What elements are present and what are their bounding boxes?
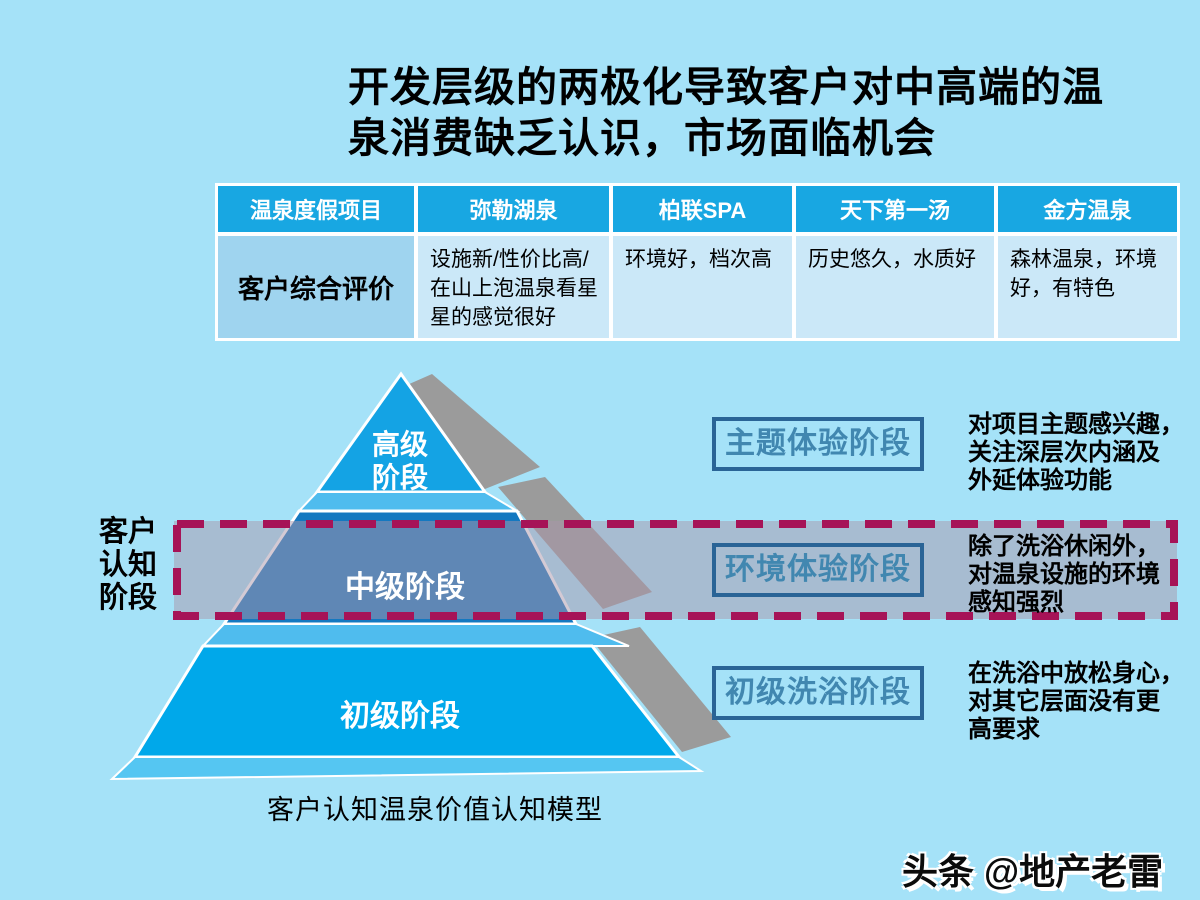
table-cell-tianxiadiyitang: 历史悠久，水质好 xyxy=(796,236,994,338)
highlight-band-dashed-border xyxy=(173,520,1178,620)
table-header-tianxiadiyitang: 天下第一汤 xyxy=(796,186,994,232)
watermark-toutiao: 头条 @地产老雷 xyxy=(902,851,1164,892)
stage-box-basic-bathing: 初级洗浴阶段 xyxy=(712,666,924,720)
table-cell-milehuquan: 设施新/性价比高/ 在山上泡温泉看星 星的感觉很好 xyxy=(418,236,609,338)
tier1-shadow xyxy=(407,374,540,491)
stage-desc-theme-experience: 对项目主题感兴趣， 关注深层次内涵及 外延体验功能 xyxy=(968,411,1184,494)
table-header-jinfangwenquan: 金方温泉 xyxy=(998,186,1177,232)
stage-desc-environment-experience: 除了洗浴休闲外， 对温泉设施的环境 感知强烈 xyxy=(968,533,1160,616)
tier3-shadow xyxy=(590,627,731,752)
table-header-milehuquan: 弥勒湖泉 xyxy=(418,186,609,232)
stage-box-theme-experience: 主题体验阶段 xyxy=(712,417,924,471)
table-header-bolianspa: 柏联SPA xyxy=(613,186,792,232)
tier3-label: 初级阶段 xyxy=(340,700,460,733)
page-title-line2: 泉消费缺乏认识，市场面临机会 xyxy=(348,115,936,161)
hotspring-comparison-table: 温泉度假项目 弥勒湖泉 柏联SPA 天下第一汤 金方温泉 客户综合评价 设施新/… xyxy=(215,183,1180,341)
tier1-label: 高级 阶段 xyxy=(371,429,428,493)
stage-box-environment-experience: 环境体验阶段 xyxy=(712,543,924,597)
page-title: 开发层级的两极化导致客户对中高端的温 泉消费缺乏认识，市场面临机会 xyxy=(348,62,1158,164)
table-cell-jinfangwenquan: 森林温泉，环境 好，有特色 xyxy=(998,236,1177,338)
page-title-line1: 开发层级的两极化导致客户对中高端的温 xyxy=(348,64,1104,110)
table-row-label: 客户综合评价 xyxy=(218,236,414,338)
tier3-top-face xyxy=(200,623,630,647)
table-header-project: 温泉度假项目 xyxy=(218,186,414,232)
pyramid-base-strip xyxy=(109,756,705,781)
highlight-band-fill xyxy=(174,521,1177,619)
pyramid-caption: 客户认知温泉价值认知模型 xyxy=(267,795,603,825)
cognition-stage-axis-label: 客户 认知 阶段 xyxy=(99,516,158,614)
tier2-label: 中级阶段 xyxy=(345,571,465,604)
stage-desc-basic-bathing: 在洗浴中放松身心， 对其它层面没有更 高要求 xyxy=(968,660,1184,743)
tier2-top-face xyxy=(296,491,521,512)
table-cell-bolianspa: 环境好，档次高 xyxy=(613,236,792,338)
